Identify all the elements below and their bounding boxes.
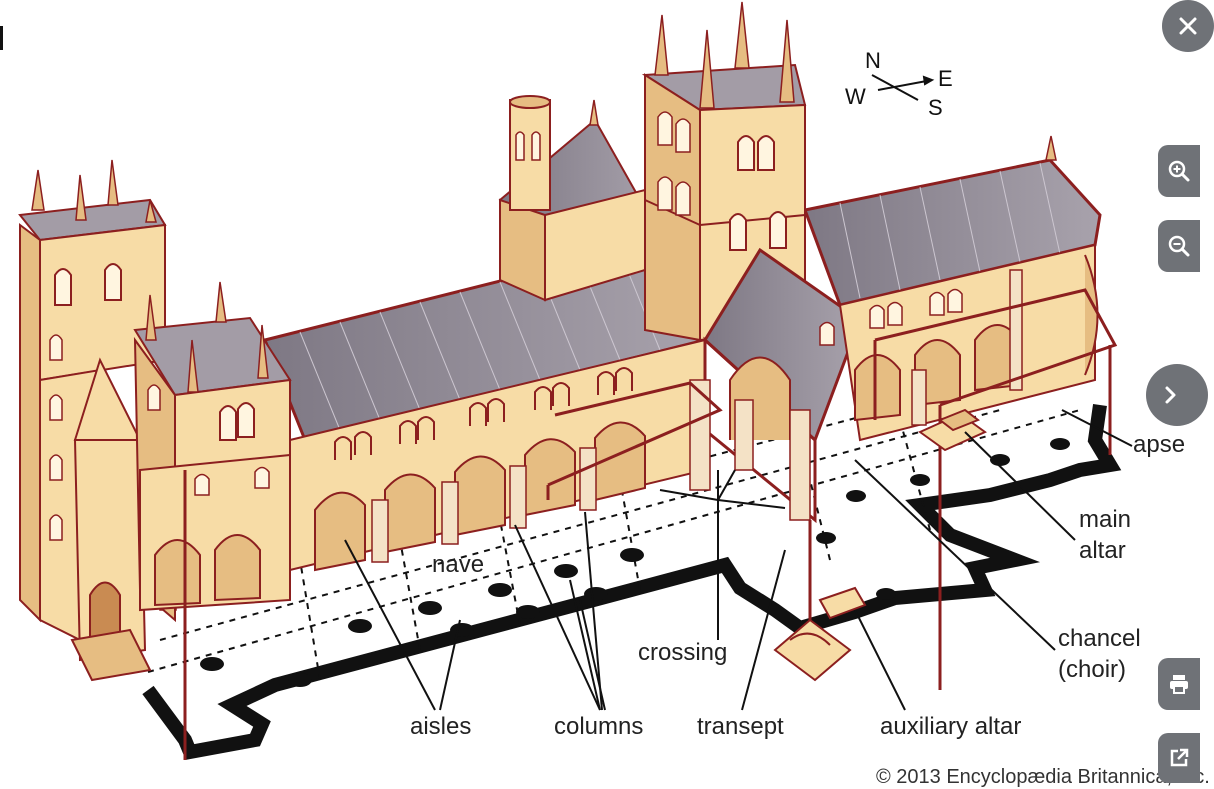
label-main: main — [1079, 506, 1132, 533]
label-apse: apse — [1133, 431, 1186, 458]
zoom-out-button[interactable] — [1158, 220, 1200, 272]
print-button[interactable] — [1158, 658, 1200, 710]
leader-lines — [344, 409, 1133, 711]
label-chancel: chancel — [1058, 625, 1141, 652]
leader-aisles-1 — [344, 539, 436, 711]
main-altar-shape — [918, 408, 987, 452]
open-external-button[interactable] — [1158, 733, 1200, 783]
floor-piers — [200, 438, 1070, 687]
close-icon — [1179, 17, 1197, 35]
copyright-notice: © 2013 Encyclopædia Britannica, Inc. — [876, 766, 1210, 788]
leader-columns-4 — [579, 599, 606, 711]
compass-w: W — [845, 84, 866, 109]
clerestory-windows — [334, 367, 633, 460]
transept-pinnacle — [589, 99, 599, 126]
window-edge — [0, 26, 3, 50]
label-auxiliary-altar: auxiliary altar — [880, 713, 1022, 740]
north-transept — [498, 95, 662, 302]
compass-e: E — [938, 66, 953, 91]
label-transept: transept — [697, 713, 784, 740]
leader-columns-2 — [569, 579, 601, 711]
leader-transept — [741, 549, 786, 711]
leader-apse — [1061, 409, 1133, 447]
print-icon — [1170, 675, 1188, 694]
label-altar: altar — [1079, 537, 1126, 564]
crossing-tower — [641, 1, 807, 342]
compass-rose — [871, 74, 935, 101]
label-nave: nave — [432, 551, 485, 578]
compass-n: N — [865, 48, 881, 73]
leader-crossing-a — [659, 489, 719, 501]
nave-arcade — [314, 421, 646, 572]
zoom-out-icon — [1168, 235, 1190, 257]
leader-auxiliary — [854, 609, 906, 711]
label-crossing: crossing — [638, 639, 728, 666]
chancel-roof — [802, 158, 1102, 307]
floor-plan — [142, 404, 1122, 760]
transept-stair — [773, 618, 852, 682]
chevron-right-icon — [1165, 386, 1176, 404]
next-button[interactable] — [1146, 364, 1208, 426]
label-aisles: aisles — [410, 713, 472, 740]
leader-crossing-c — [717, 469, 736, 501]
zoom-in-button[interactable] — [1158, 145, 1200, 197]
chancel — [819, 243, 1118, 690]
apse-pinnacle — [1045, 135, 1057, 161]
auxiliary-altar-shape — [818, 586, 867, 620]
leader-columns-3 — [584, 511, 603, 711]
leader-chancel — [854, 459, 1056, 651]
leader-aisles-2 — [439, 619, 461, 711]
label-columns: columns — [554, 713, 644, 740]
compass-s: S — [928, 95, 943, 120]
label-choir: (choir) — [1058, 656, 1127, 683]
close-button[interactable] — [1162, 0, 1214, 52]
leader-main-altar — [964, 431, 1076, 541]
west-aisle-wall — [139, 453, 291, 612]
west-porch — [70, 357, 152, 682]
leader-columns-1 — [514, 524, 601, 711]
zoom-in-icon — [1168, 160, 1190, 182]
external-link-icon — [1170, 748, 1189, 767]
leader-crossing-b — [717, 499, 786, 509]
south-transept — [689, 247, 862, 524]
